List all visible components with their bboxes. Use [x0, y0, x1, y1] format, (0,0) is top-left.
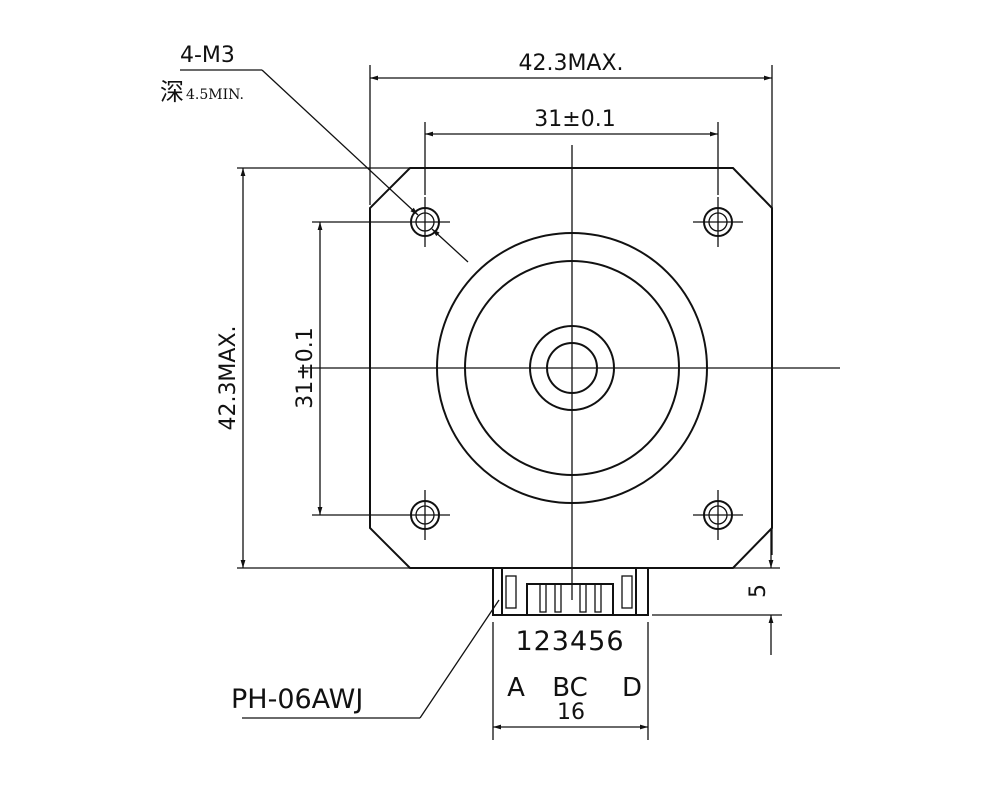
- top-width-label: 42.3MAX.: [518, 51, 623, 76]
- mounting-hole: [400, 490, 450, 540]
- phase-d-label: D: [622, 673, 642, 703]
- mounting-holes: [400, 197, 743, 540]
- mounting-hole: [400, 197, 450, 247]
- left-hole-spacing-label: 31±0.1: [293, 327, 318, 408]
- mounting-hole: [693, 197, 743, 247]
- flange-outer-circle: [436, 232, 708, 504]
- connector-model-label: PH-06AWJ: [231, 684, 363, 715]
- shaft-circle: [546, 342, 598, 394]
- connector-offset-label: 5: [746, 584, 771, 598]
- hole-depth-label: 4.5MIN.: [186, 87, 244, 103]
- hole-note-leader-tail: [431, 228, 469, 263]
- hole-depth-char: 深: [160, 78, 184, 106]
- phase-bc-label: BC: [552, 673, 588, 703]
- connector-pins-label: 123456: [515, 626, 624, 657]
- left-height-label: 42.3MAX.: [216, 325, 241, 430]
- boss-circle: [529, 325, 615, 411]
- top-hole-spacing-label: 31±0.1: [534, 107, 615, 132]
- hole-thread-label: 4-M3: [180, 43, 235, 68]
- connector: [492, 567, 649, 616]
- phase-a-label: A: [507, 673, 525, 703]
- hole-note-leader: [261, 69, 419, 216]
- mounting-hole: [693, 490, 743, 540]
- model-leader: [419, 599, 500, 719]
- flange-inner-circle: [464, 260, 680, 476]
- connector-width-label: 16: [557, 700, 585, 725]
